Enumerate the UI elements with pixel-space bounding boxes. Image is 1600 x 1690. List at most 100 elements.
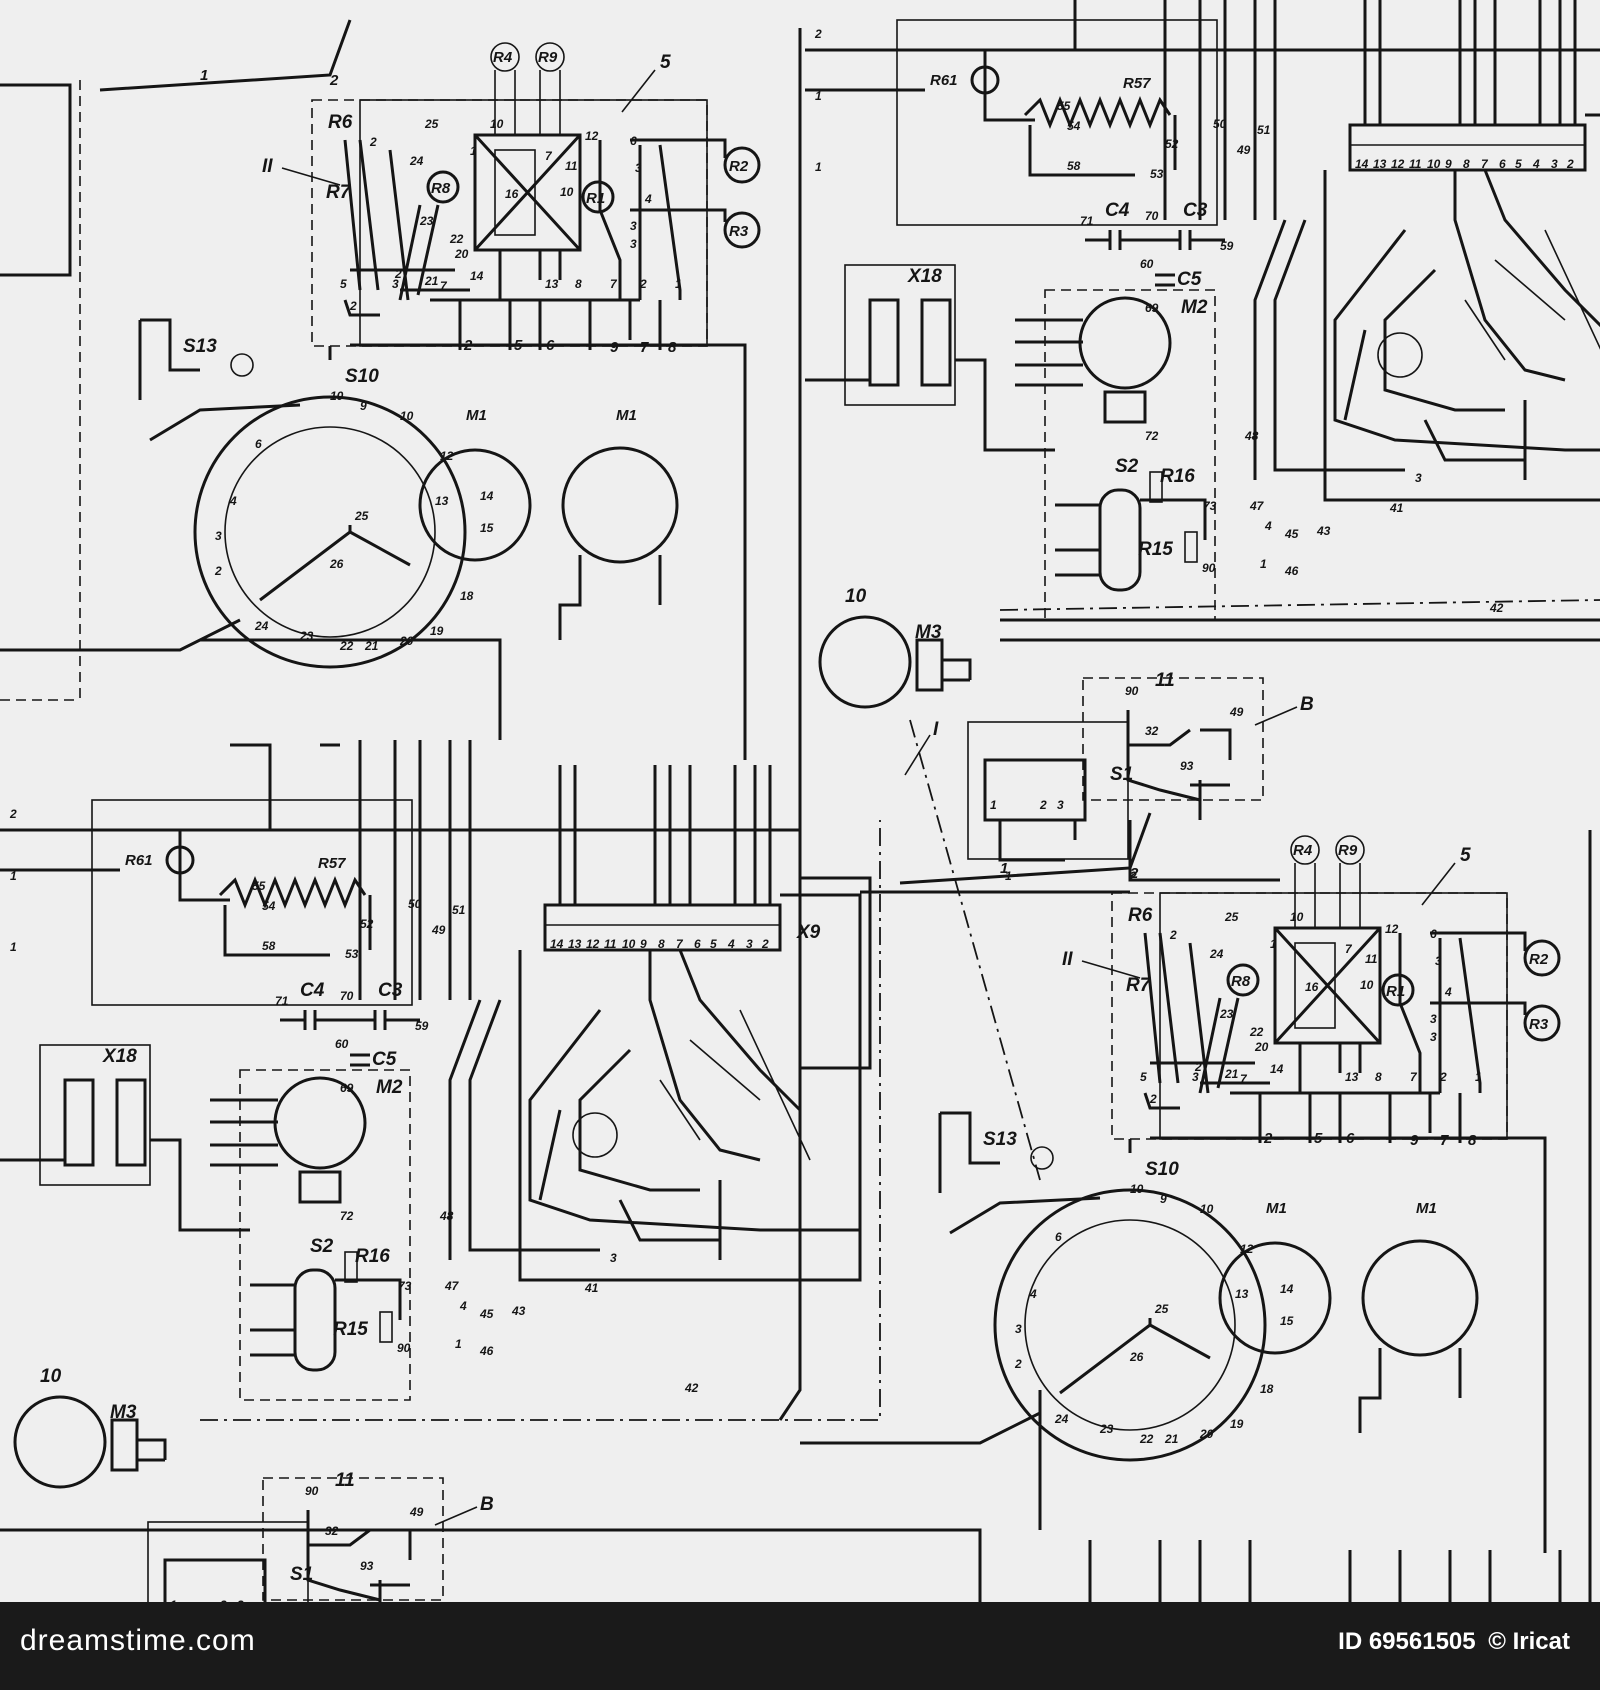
r7-label: R7 — [326, 182, 352, 203]
svg-text:9: 9 — [360, 399, 367, 413]
svg-text:7: 7 — [610, 277, 618, 291]
svg-text:22: 22 — [339, 639, 354, 653]
panel-5-label: 5 — [660, 52, 671, 73]
svg-text:2: 2 — [9, 807, 17, 821]
svg-text:13: 13 — [435, 494, 449, 508]
r4-label: R4 — [493, 49, 513, 66]
motor-10-label: 10 — [40, 1366, 62, 1387]
svg-text:73: 73 — [398, 1279, 412, 1293]
r2-circle — [723, 146, 761, 184]
svg-text:1: 1 — [10, 940, 17, 954]
svg-text:51: 51 — [452, 903, 466, 917]
svg-text:5: 5 — [340, 277, 347, 291]
svg-text:42: 42 — [684, 1381, 699, 1395]
svg-text:26: 26 — [329, 557, 344, 571]
svg-text:21: 21 — [424, 274, 439, 288]
m2-label: M2 — [376, 1077, 403, 1098]
svg-text:70: 70 — [340, 989, 354, 1003]
svg-text:49: 49 — [431, 923, 446, 937]
i-label: I — [933, 719, 939, 740]
block-c-repeat — [38, 1468, 496, 1602]
svg-text:13: 13 — [568, 937, 582, 951]
svg-text:2: 2 — [1039, 798, 1047, 812]
svg-text:7: 7 — [440, 279, 448, 293]
svg-text:2: 2 — [349, 299, 357, 313]
svg-text:14: 14 — [480, 489, 494, 503]
svg-text:47: 47 — [444, 1279, 460, 1293]
svg-text:58: 58 — [262, 939, 276, 953]
svg-text:9: 9 — [640, 937, 647, 951]
svg-text:7: 7 — [640, 339, 649, 356]
svg-text:90: 90 — [1125, 684, 1139, 698]
m1-motor-b — [561, 446, 679, 564]
switch-11-label: 11 — [1155, 670, 1175, 691]
svg-text:10: 10 — [400, 409, 414, 423]
x9-label: X9 — [796, 922, 821, 943]
svg-text:7: 7 — [545, 149, 553, 163]
svg-text:2: 2 — [329, 72, 339, 89]
svg-text:50: 50 — [408, 897, 422, 911]
svg-text:10: 10 — [622, 937, 636, 951]
svg-text:7: 7 — [676, 937, 684, 951]
dreamstime-brand[interactable]: dreamstime.com — [20, 1624, 256, 1657]
s13-circle — [230, 353, 254, 377]
svg-text:4: 4 — [644, 192, 652, 206]
svg-text:3: 3 — [1057, 798, 1064, 812]
svg-text:1: 1 — [990, 798, 997, 812]
svg-text:93: 93 — [1180, 759, 1194, 773]
svg-text:69: 69 — [340, 1081, 354, 1095]
ii-label: II — [262, 156, 273, 177]
svg-text:54: 54 — [262, 899, 276, 913]
svg-text:12: 12 — [440, 449, 454, 463]
svg-text:11: 11 — [565, 159, 578, 173]
m1-label-b: M1 — [616, 407, 637, 424]
r9-label: R9 — [538, 49, 558, 66]
x9-terminal-strip — [543, 903, 782, 952]
svg-text:53: 53 — [345, 947, 359, 961]
svg-text:12: 12 — [585, 129, 599, 143]
svg-text:46: 46 — [479, 1344, 494, 1358]
svg-text:3: 3 — [215, 529, 222, 543]
m3-motor — [13, 1395, 107, 1489]
svg-text:6: 6 — [630, 134, 637, 148]
svg-text:9: 9 — [610, 339, 619, 356]
svg-text:4: 4 — [727, 937, 735, 951]
s13-label: S13 — [183, 336, 217, 357]
svg-text:15: 15 — [480, 521, 494, 535]
svg-text:3: 3 — [610, 1251, 617, 1265]
svg-text:2: 2 — [394, 267, 402, 281]
svg-text:24: 24 — [254, 619, 269, 633]
svg-text:14: 14 — [550, 937, 564, 951]
svg-text:3: 3 — [746, 937, 753, 951]
s10-outer-ring — [193, 395, 467, 669]
x18-label: X18 — [102, 1046, 137, 1067]
block-c-switch: S1 B 11 1 2 3 32 49 90 93 1 2 — [860, 670, 1314, 894]
s10-inner-ring — [224, 426, 436, 638]
s10-label: S10 — [345, 366, 379, 387]
svg-text:90: 90 — [397, 1341, 411, 1355]
m3-label: M3 — [110, 1402, 137, 1423]
svg-text:12: 12 — [586, 937, 600, 951]
r9-circle — [535, 42, 565, 72]
svg-text:45: 45 — [479, 1307, 494, 1321]
svg-text:10: 10 — [490, 117, 504, 131]
svg-text:6: 6 — [255, 437, 262, 451]
svg-text:1: 1 — [10, 869, 17, 883]
m1-label-a: M1 — [466, 407, 487, 424]
svg-text:43: 43 — [511, 1304, 526, 1318]
m1-motor-a — [418, 448, 532, 562]
r4-circle — [490, 42, 520, 72]
r15-label: R15 — [333, 1319, 368, 1340]
r61-label: R61 — [125, 852, 153, 869]
svg-text:20: 20 — [454, 247, 469, 261]
svg-text:24: 24 — [409, 154, 424, 168]
svg-text:3: 3 — [392, 277, 399, 291]
svg-text:8: 8 — [658, 937, 665, 951]
r8-label: R8 — [431, 180, 451, 197]
block-a-repeat — [798, 811, 1561, 1555]
svg-text:1: 1 — [470, 144, 477, 158]
c4-label: C4 — [300, 980, 325, 1001]
svg-text:2: 2 — [214, 564, 222, 578]
